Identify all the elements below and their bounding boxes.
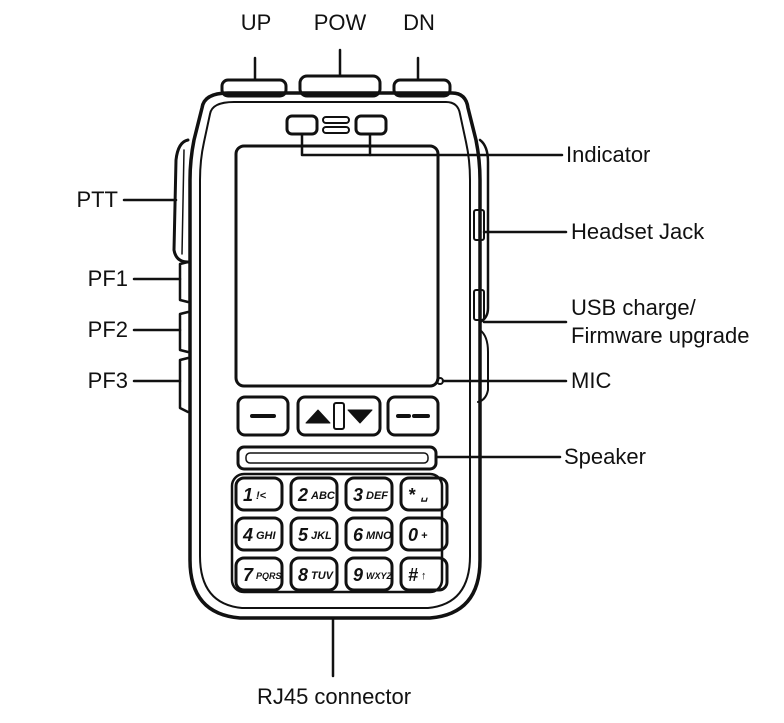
keypad-key-0: 0+ (399, 516, 449, 552)
pf3-button (178, 356, 190, 414)
keypad-key-sub: !< (256, 490, 267, 502)
pf3-label: PF3 (87, 368, 128, 393)
indicator-leds (285, 114, 388, 136)
up-down-key (296, 395, 382, 437)
keypad-key-main: 9 (353, 565, 363, 585)
keypad-key-main: 1 (243, 485, 253, 505)
keypad-key-*: *␣ (399, 476, 449, 512)
keypad-key-main: # (408, 565, 418, 585)
keypad-key-main: 5 (298, 525, 309, 545)
rj45-label: RJ45 connector (256, 684, 412, 709)
indicator-label: Indicator (566, 142, 651, 167)
speaker-label: Speaker (564, 444, 646, 469)
pf1-label: PF1 (87, 266, 128, 291)
mic-label: MIC (571, 368, 612, 393)
keypad-key-1: 1!< (234, 476, 284, 512)
keypad-key-sub: + (421, 530, 428, 542)
pf1-button (178, 260, 190, 304)
ptt-label: PTT (76, 187, 118, 212)
ptt-button (172, 138, 190, 264)
keypad-key-main: 7 (243, 565, 254, 585)
keypad-key-sub: WXYZ (366, 571, 393, 581)
leader-lines (122, 132, 568, 459)
up-label: UP (240, 10, 272, 35)
dn-knob (392, 56, 452, 98)
keypad-key-sub: ↑ (421, 570, 427, 582)
usb-port (473, 289, 489, 403)
keypad-key-main: 6 (353, 525, 364, 545)
keypad-key-sub: JKL (311, 530, 332, 542)
keypad-key-sub: PQRS (256, 571, 282, 581)
keypad-key-sub: ABC (310, 490, 336, 502)
usb-label-line2: Firmware upgrade (571, 323, 750, 348)
pf2-label: PF2 (87, 317, 128, 342)
keypad-key-sub: DEF (366, 490, 388, 502)
radio-body (188, 91, 482, 620)
left-soft-key (236, 395, 290, 437)
display-screen (234, 144, 440, 388)
headset-jack-label: Headset Jack (571, 219, 705, 244)
pf2-button (178, 310, 190, 354)
speaker-grille (236, 445, 438, 471)
keypad-key-sub: TUV (311, 570, 335, 582)
keypad-key-main: * (408, 485, 416, 505)
keypad-key-main: 8 (298, 565, 308, 585)
usb-label-line1: USB charge/ (571, 295, 696, 320)
pow-knob (298, 48, 382, 98)
dn-label: DN (403, 10, 435, 35)
keypad-key-main: 4 (242, 525, 253, 545)
keypad-key-main: 3 (353, 485, 363, 505)
keypad-key-sub: MNO (366, 530, 392, 542)
right-soft-key (386, 395, 440, 437)
keypad-key-sub: GHI (256, 530, 277, 542)
pow-label: POW (313, 10, 367, 35)
indicator-leader (300, 132, 372, 157)
up-knob (220, 56, 288, 98)
keypad-key-#: #↑ (399, 556, 449, 592)
keypad-key-sub: ␣ (420, 490, 428, 502)
keypad-key-main: 2 (297, 485, 308, 505)
keypad-key-main: 0 (408, 525, 418, 545)
